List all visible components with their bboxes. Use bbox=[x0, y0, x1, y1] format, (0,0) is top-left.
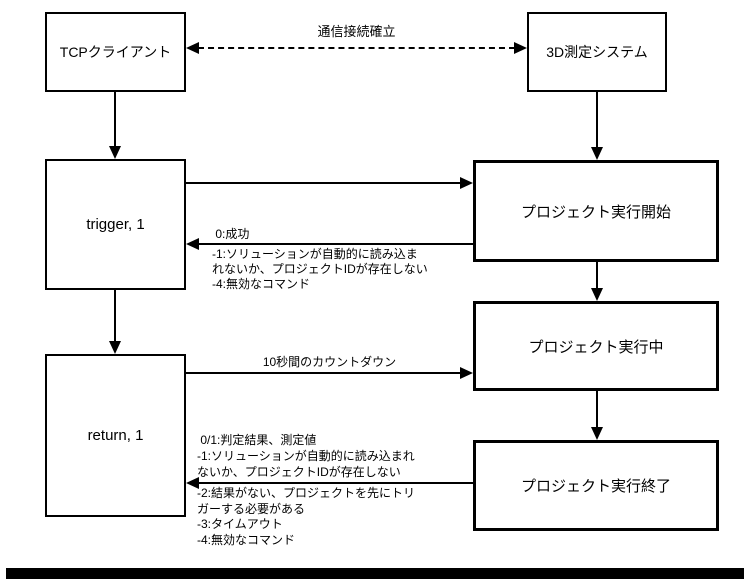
node-return-command-label: return, 1 bbox=[87, 427, 144, 444]
line-start-response bbox=[199, 243, 473, 245]
bottom-bar bbox=[6, 568, 744, 579]
node-3d-measurement-system: 3D測定システム bbox=[527, 12, 667, 92]
node-project-running-label: プロジェクト実行中 bbox=[528, 338, 664, 356]
countdown-label: 10秒間のカウントダウン bbox=[262, 355, 397, 369]
trigger-response-label-above: 0:成功 bbox=[212, 227, 250, 241]
node-return-command: return, 1 bbox=[45, 354, 186, 517]
node-project-start-label: プロジェクト実行開始 bbox=[520, 203, 671, 221]
node-tcp-client-label: TCPクライアント bbox=[59, 44, 172, 60]
node-project-end-label: プロジェクト実行終了 bbox=[520, 478, 671, 495]
node-trigger-command-label: trigger, 1 bbox=[86, 216, 145, 233]
connection-dashed-line bbox=[198, 47, 515, 49]
line-return-to-running bbox=[186, 372, 460, 374]
arrow-system-to-start-icon bbox=[591, 147, 603, 160]
node-3d-measurement-system-label: 3D測定システム bbox=[546, 44, 648, 60]
line-trigger-to-return bbox=[114, 290, 116, 342]
line-start-to-running bbox=[596, 262, 598, 289]
line-running-to-end bbox=[596, 391, 598, 428]
arrow-end-response-icon bbox=[186, 477, 199, 489]
connection-label: 通信接続確立 bbox=[317, 24, 396, 39]
trigger-response-label-below: -1:ソリューションが自動的に読み込ま れないか、プロジェクトIDが存在しない … bbox=[212, 247, 428, 291]
node-project-running: プロジェクト実行中 bbox=[473, 301, 719, 391]
arrow-tcp-to-trigger-icon bbox=[109, 146, 121, 159]
connection-arrowhead-right-icon bbox=[514, 42, 527, 54]
node-project-start: プロジェクト実行開始 bbox=[473, 160, 719, 262]
arrow-trigger-to-return-icon bbox=[109, 341, 121, 354]
arrow-running-to-end-icon bbox=[591, 427, 603, 440]
arrow-trigger-to-start-icon bbox=[460, 177, 473, 189]
node-tcp-client: TCPクライアント bbox=[45, 12, 186, 92]
line-trigger-to-start bbox=[186, 182, 460, 184]
arrow-start-to-running-icon bbox=[591, 288, 603, 301]
connection-arrowhead-left-icon bbox=[186, 42, 199, 54]
line-system-to-start bbox=[596, 92, 598, 148]
line-end-response bbox=[199, 482, 473, 484]
node-project-end: プロジェクト実行終了 bbox=[473, 440, 719, 531]
return-response-label-below: -2:結果がない、プロジェクトを先にトリ ガーする必要がある -3:タイムアウト… bbox=[197, 486, 416, 547]
line-tcp-to-trigger bbox=[114, 92, 116, 148]
return-response-label-above: 0/1:判定結果、測定値 -1:ソリューションが自動的に読み込まれ ないか、プロ… bbox=[197, 433, 415, 479]
node-trigger-command: trigger, 1 bbox=[45, 159, 186, 290]
arrow-start-response-icon bbox=[186, 238, 199, 250]
arrow-return-to-running-icon bbox=[460, 367, 473, 379]
